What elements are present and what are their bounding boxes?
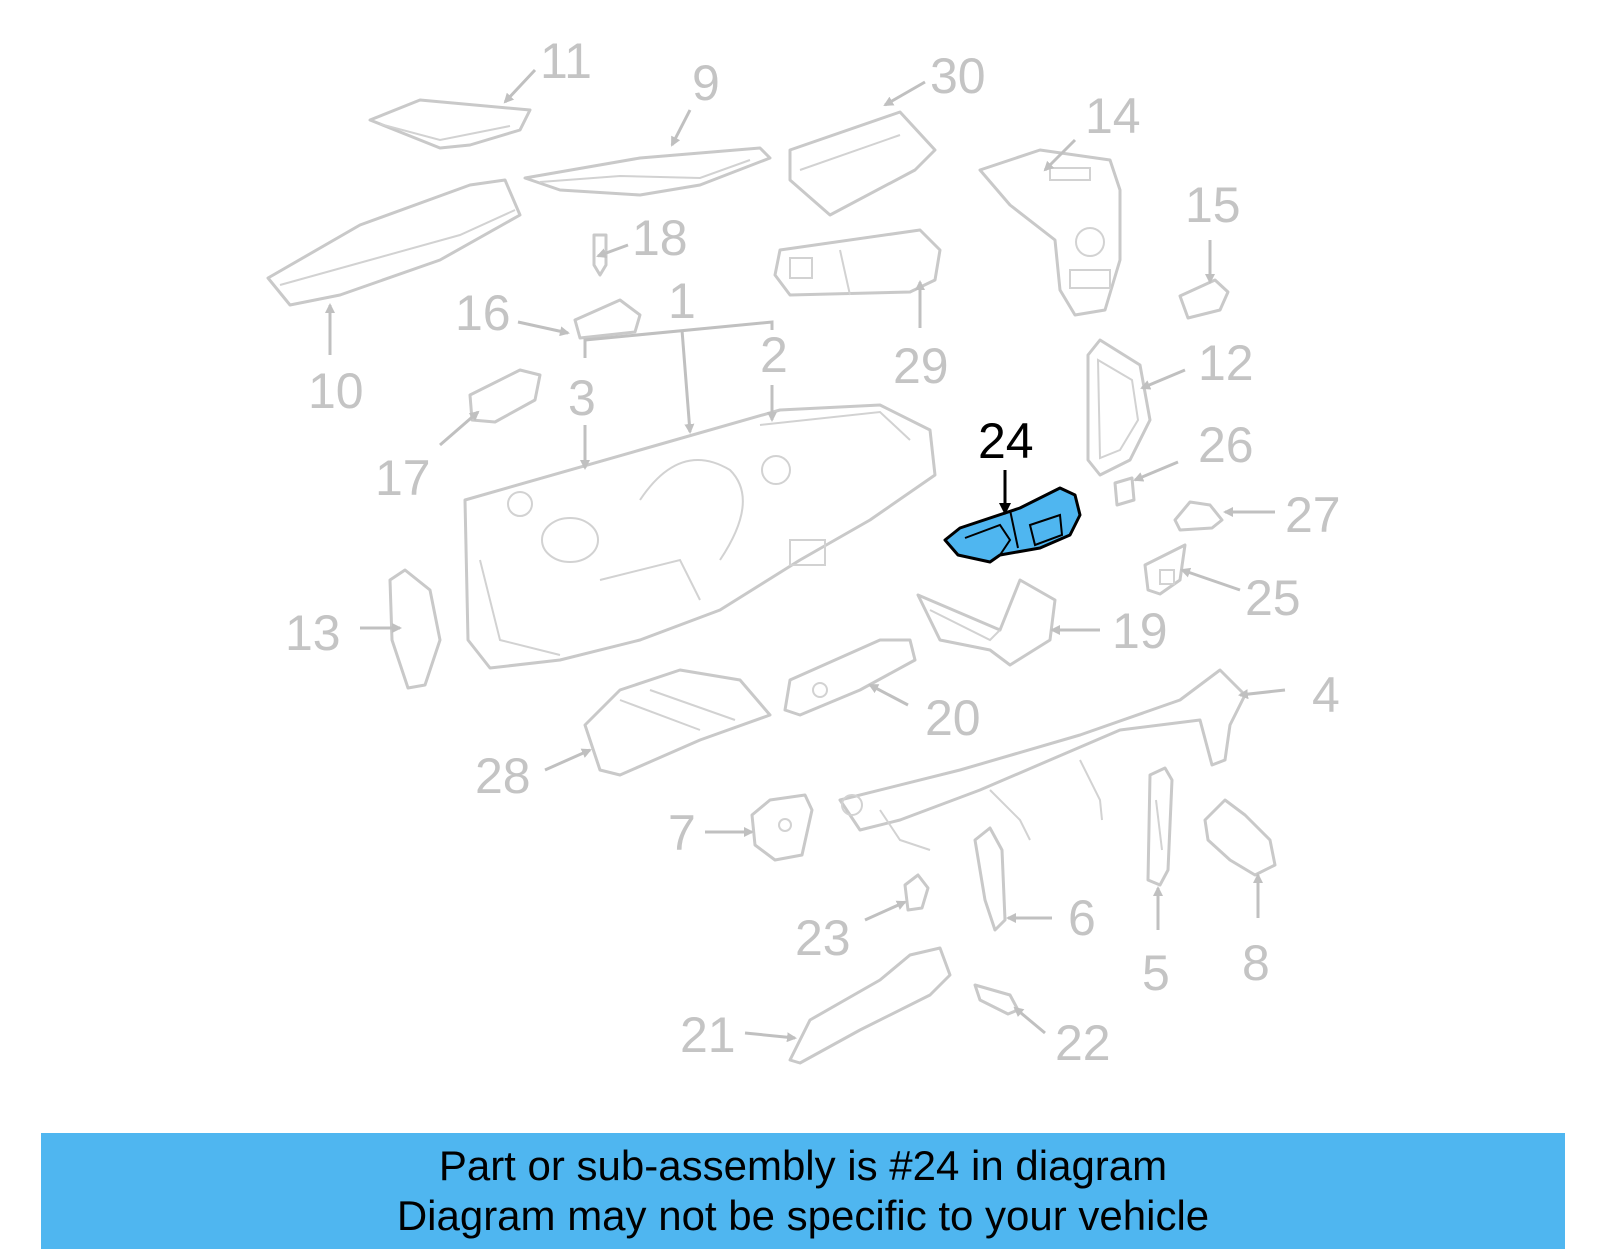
part-10-dash-pad: [266, 178, 522, 307]
callout-20: 20: [925, 690, 981, 746]
callout-24: 24: [978, 413, 1034, 469]
banner-part-line: Part or sub-assembly is #24 in diagram: [438, 1142, 1168, 1189]
callout-26: 26: [1198, 417, 1254, 473]
callout-3: 3: [568, 370, 596, 426]
callout-13: 13: [285, 605, 341, 661]
part-14-center-trim: [978, 148, 1122, 317]
callout-28: 28: [475, 748, 531, 804]
leader-lines: [325, 68, 1286, 1043]
callout-1: 1: [668, 273, 696, 329]
part-8-hinge: [1203, 798, 1277, 877]
part-3-dashboard: [463, 403, 937, 670]
callout-7: 7: [668, 805, 696, 861]
callout-21: 21: [680, 1007, 736, 1063]
callout-27: 27: [1285, 487, 1341, 543]
callout-labels: 11 9 30 14 15 18 16 1 10 2 3 29 12 17 24…: [285, 33, 1341, 1071]
parts-diagram: 11 9 30 14 15 18 16 1 10 2 3 29 12 17 24…: [266, 33, 1341, 1071]
callout-30: 30: [930, 48, 986, 104]
callout-29: 29: [893, 338, 949, 394]
part-28-knee-bolster: [583, 668, 772, 777]
part-20-lower-panel: [783, 638, 917, 717]
callout-18: 18: [632, 210, 688, 266]
part-12-vent-frame: [1086, 338, 1152, 477]
part-22-screw: [973, 983, 1020, 1016]
callout-5: 5: [1142, 945, 1170, 1001]
part-27-bracket: [1173, 500, 1224, 532]
part-9-trim-strip: [523, 146, 772, 197]
part-6-support: [973, 826, 1007, 932]
callout-23: 23: [795, 910, 851, 966]
callout-22: 22: [1055, 1015, 1111, 1071]
part-5-brace: [1146, 766, 1174, 887]
callout-17: 17: [375, 450, 431, 506]
callout-16: 16: [455, 285, 511, 341]
callout-6: 6: [1068, 890, 1096, 946]
part-11-top-cover: [368, 98, 532, 150]
part-29-air-duct: [773, 228, 942, 297]
callout-15: 15: [1185, 177, 1241, 233]
part-15-knob: [1178, 278, 1230, 320]
part-26-clip: [1113, 476, 1136, 507]
callout-8: 8: [1242, 935, 1270, 991]
part-24-highlighted[interactable]: [943, 486, 1082, 564]
part-4-cross-beam: [838, 668, 1247, 851]
part-19-tray: [916, 578, 1057, 667]
callout-14: 14: [1085, 88, 1141, 144]
callout-2: 2: [760, 327, 788, 383]
callout-10: 10: [308, 363, 364, 419]
part-16-small-trim: [573, 298, 642, 340]
part-30-glovebox-door: [788, 110, 937, 217]
callout-19: 19: [1112, 603, 1168, 659]
banner-disclaimer-line: Diagram may not be specific to your vehi…: [396, 1192, 1210, 1239]
part-13-side-cover: [388, 568, 442, 690]
callout-25: 25: [1245, 570, 1301, 626]
callout-9: 9: [692, 55, 720, 111]
part-23-clip: [903, 873, 930, 912]
info-banner: Part or sub-assembly is #24 in diagram D…: [41, 1133, 1565, 1249]
callout-12: 12: [1198, 335, 1254, 391]
part-7-bracket: [750, 793, 814, 862]
part-25-bracket: [1143, 543, 1187, 596]
callout-4: 4: [1312, 667, 1340, 723]
callout-11: 11: [540, 33, 592, 89]
part-21-lower-trim: [788, 946, 952, 1065]
part-17-vent: [468, 368, 542, 424]
